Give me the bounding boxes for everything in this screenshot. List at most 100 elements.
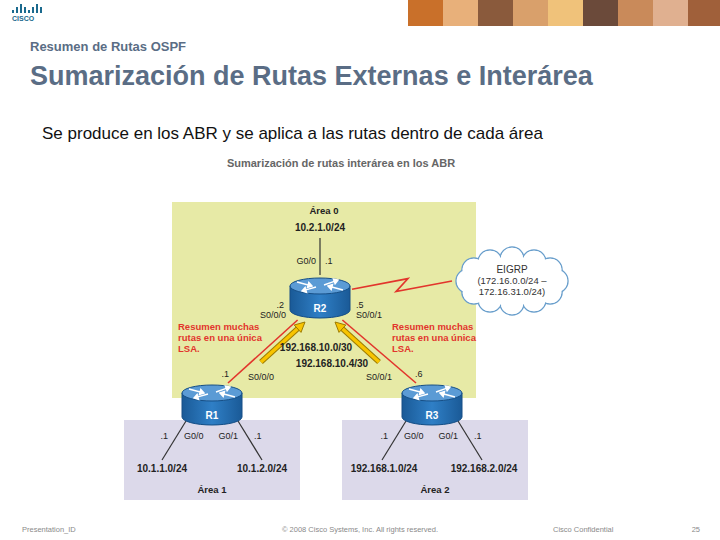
link-label-box: 192.168.10.4/30 xyxy=(296,358,368,370)
label-box: 192.168.1.0/24 xyxy=(351,463,418,475)
summary-note: Resumen muchas rutas en una única LSA. xyxy=(178,322,262,355)
logo-bar xyxy=(24,7,26,13)
photo-tile xyxy=(688,0,720,26)
cloud-name: EIGRP xyxy=(496,264,527,276)
router-arrow xyxy=(328,285,343,290)
host-address: .1 xyxy=(254,431,262,441)
footer-text: Cisco Confidential xyxy=(553,526,613,535)
interface-name: S0/0/1 xyxy=(356,310,382,320)
label-box: G0/0 xyxy=(404,431,424,441)
network-address: 192.168.1.0/24 xyxy=(351,463,418,475)
label-box: .1 xyxy=(221,369,229,379)
label-box: 10.1.1.0/24 xyxy=(137,463,187,475)
router-arrow xyxy=(409,389,424,394)
logo-bar xyxy=(12,10,14,13)
router-name: R1 xyxy=(206,410,219,421)
subnet-address: 192.168.10.4/30 xyxy=(296,358,368,370)
label-box: G0/1 xyxy=(438,431,458,441)
area-region: Área 1 xyxy=(124,420,300,500)
interface-name: G0/1 xyxy=(438,431,458,441)
label-box: 10.2.1.0/24 xyxy=(295,222,345,234)
router-arrow xyxy=(436,386,450,392)
label-box: © 2008 Cisco Systems, Inc. All rights re… xyxy=(282,526,438,535)
label-box: .1 xyxy=(474,431,482,441)
photo-tile xyxy=(618,0,653,26)
label-box: 25 xyxy=(692,526,700,535)
label-box: 10.1.2.0/24 xyxy=(237,463,287,475)
label-box: G0/0 xyxy=(184,431,204,441)
cisco-logo xyxy=(12,4,42,13)
network-address: 10.1.2.0/24 xyxy=(237,463,287,475)
host-address: .1 xyxy=(474,431,482,441)
logo-bar xyxy=(32,7,34,13)
photo-strip xyxy=(408,0,720,26)
host-address: .1 xyxy=(221,369,229,379)
logo-bar xyxy=(36,4,38,13)
logo-bar xyxy=(16,7,18,13)
photo-tile xyxy=(513,0,548,26)
area-name: Área 1 xyxy=(197,485,226,496)
label-box: G0/0 xyxy=(296,256,316,266)
photo-tile xyxy=(653,0,688,26)
router-top xyxy=(182,385,242,401)
label-box: .1 xyxy=(160,431,168,441)
label-box: S0/0/0 xyxy=(260,310,286,320)
photo-tile xyxy=(443,0,478,26)
photo-tile xyxy=(478,0,513,26)
label-box: Se produce en los ABR y se aplica a las … xyxy=(42,124,543,144)
interface-name: S0/0/0 xyxy=(248,372,274,382)
label-box: .1 xyxy=(325,256,333,266)
label-box: .2 xyxy=(276,300,284,310)
host-address: .1 xyxy=(160,431,168,441)
interface-name: G0/0 xyxy=(184,431,204,441)
label-box: CISCO xyxy=(12,15,34,23)
router-icon: R3 xyxy=(400,383,464,427)
label-box: Cisco Confidential xyxy=(553,526,613,535)
area-region: Área 2 xyxy=(342,420,528,500)
label-box: Presentation_ID xyxy=(22,526,76,535)
section-heading: Resumen de Rutas OSPF xyxy=(30,40,186,55)
routing-domain-cloud: EIGRP(172.16.0.0/24 – 172.16.31.0/24) xyxy=(452,246,572,316)
title-box: Sumarización de Rutas Externas e Interár… xyxy=(30,60,593,92)
router-name: R3 xyxy=(426,410,439,421)
network-address: 10.1.1.0/24 xyxy=(137,463,187,475)
label-box: S0/0/1 xyxy=(366,372,392,382)
footer-text: Presentation_ID xyxy=(22,526,76,535)
lan-link xyxy=(319,238,320,275)
router-top xyxy=(402,385,462,401)
label-box: .1 xyxy=(380,431,388,441)
photo-tile xyxy=(548,0,583,26)
cloud-fill xyxy=(457,248,567,314)
label-box: .5 xyxy=(356,300,364,310)
router-arrow xyxy=(189,389,204,394)
summary-note: Resumen muchas rutas en una única LSA. xyxy=(392,322,476,355)
interface-name: G0/1 xyxy=(218,431,238,441)
page-number: 25 xyxy=(692,526,700,535)
router-arrow xyxy=(297,282,312,287)
interface-name: S0/0/0 xyxy=(260,310,286,320)
router-arrow xyxy=(324,279,338,285)
host-address: .1 xyxy=(325,256,333,266)
logo-bar xyxy=(28,10,30,13)
label-box: S0/0/1 xyxy=(356,310,382,320)
router-arrow xyxy=(216,386,230,392)
address-range: (172.16.0.0/24 – 172.16.31.0/24) xyxy=(467,276,557,298)
network-address: 10.2.1.0/24 xyxy=(295,222,345,234)
area-name: Área 2 xyxy=(420,485,449,496)
link-label-box: 192.168.10.0/30 xyxy=(280,342,352,354)
logo-bar xyxy=(20,4,22,13)
cloud-core xyxy=(466,257,558,305)
label-box: .1 xyxy=(254,431,262,441)
interface-name: S0/0/1 xyxy=(366,372,392,382)
router-top xyxy=(290,278,350,294)
slide-text: Se produce en los ABR y se aplica a las … xyxy=(42,124,543,144)
label-box: Resumen muchas rutas en una única LSA. xyxy=(178,322,262,355)
host-address: .5 xyxy=(356,300,364,310)
label-box: S0/0/0 xyxy=(248,372,274,382)
interface-name: G0/0 xyxy=(404,431,424,441)
router-name: R2 xyxy=(314,303,327,314)
label-box: .6 xyxy=(415,369,423,379)
host-address: .6 xyxy=(415,369,423,379)
router-arrow xyxy=(302,287,316,292)
